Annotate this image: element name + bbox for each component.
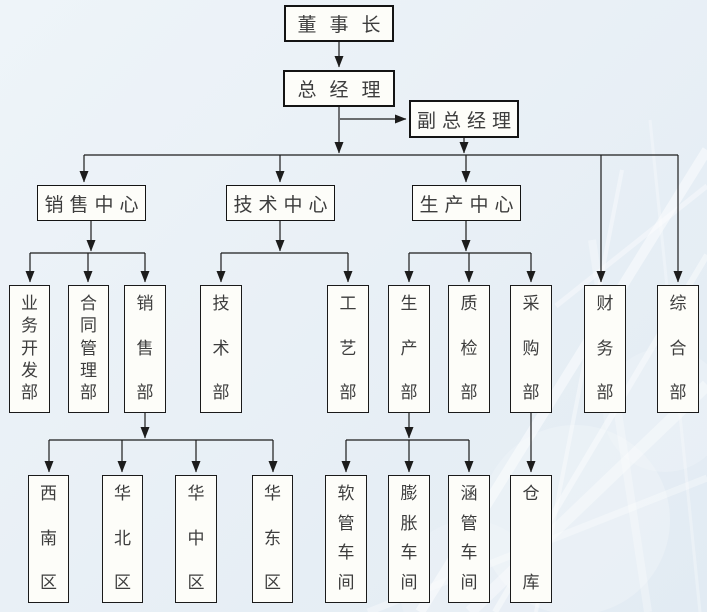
node-production-dept: 生产部: [388, 285, 430, 413]
node-north-china-region: 华北区: [102, 475, 143, 603]
node-purchasing-dept: 采购部: [510, 285, 552, 413]
node-qc-dept: 质检部: [448, 285, 490, 413]
node-tech-dept: 技术部: [200, 285, 242, 413]
node-deputy-general-manager: 副总经理: [409, 100, 519, 138]
node-central-china-region: 华中区: [175, 475, 217, 603]
node-warehouse: 仓库: [510, 475, 552, 603]
node-expansion-workshop: 膨胀车间: [388, 475, 430, 603]
node-general-affairs-dept: 综合部: [657, 285, 699, 413]
node-hose-workshop: 软管车间: [325, 475, 367, 603]
node-chairman: 董事长: [284, 5, 394, 42]
node-production-center: 生产中心: [412, 185, 521, 221]
node-culvert-workshop: 涵管车间: [448, 475, 490, 603]
node-sales-center: 销售中心: [37, 185, 146, 221]
node-sales-dept: 销售部: [124, 285, 166, 413]
node-contract-mgmt-dept: 合同管理部: [68, 285, 109, 413]
node-southwest-region: 西南区: [28, 475, 69, 603]
node-general-manager: 总经理: [283, 70, 395, 107]
node-east-china-region: 华东区: [252, 475, 293, 603]
node-process-dept: 工艺部: [327, 285, 369, 413]
node-finance-dept: 财务部: [584, 285, 626, 413]
node-tech-center: 技术中心: [226, 185, 335, 221]
node-business-dev-dept: 业务开发部: [9, 285, 50, 413]
